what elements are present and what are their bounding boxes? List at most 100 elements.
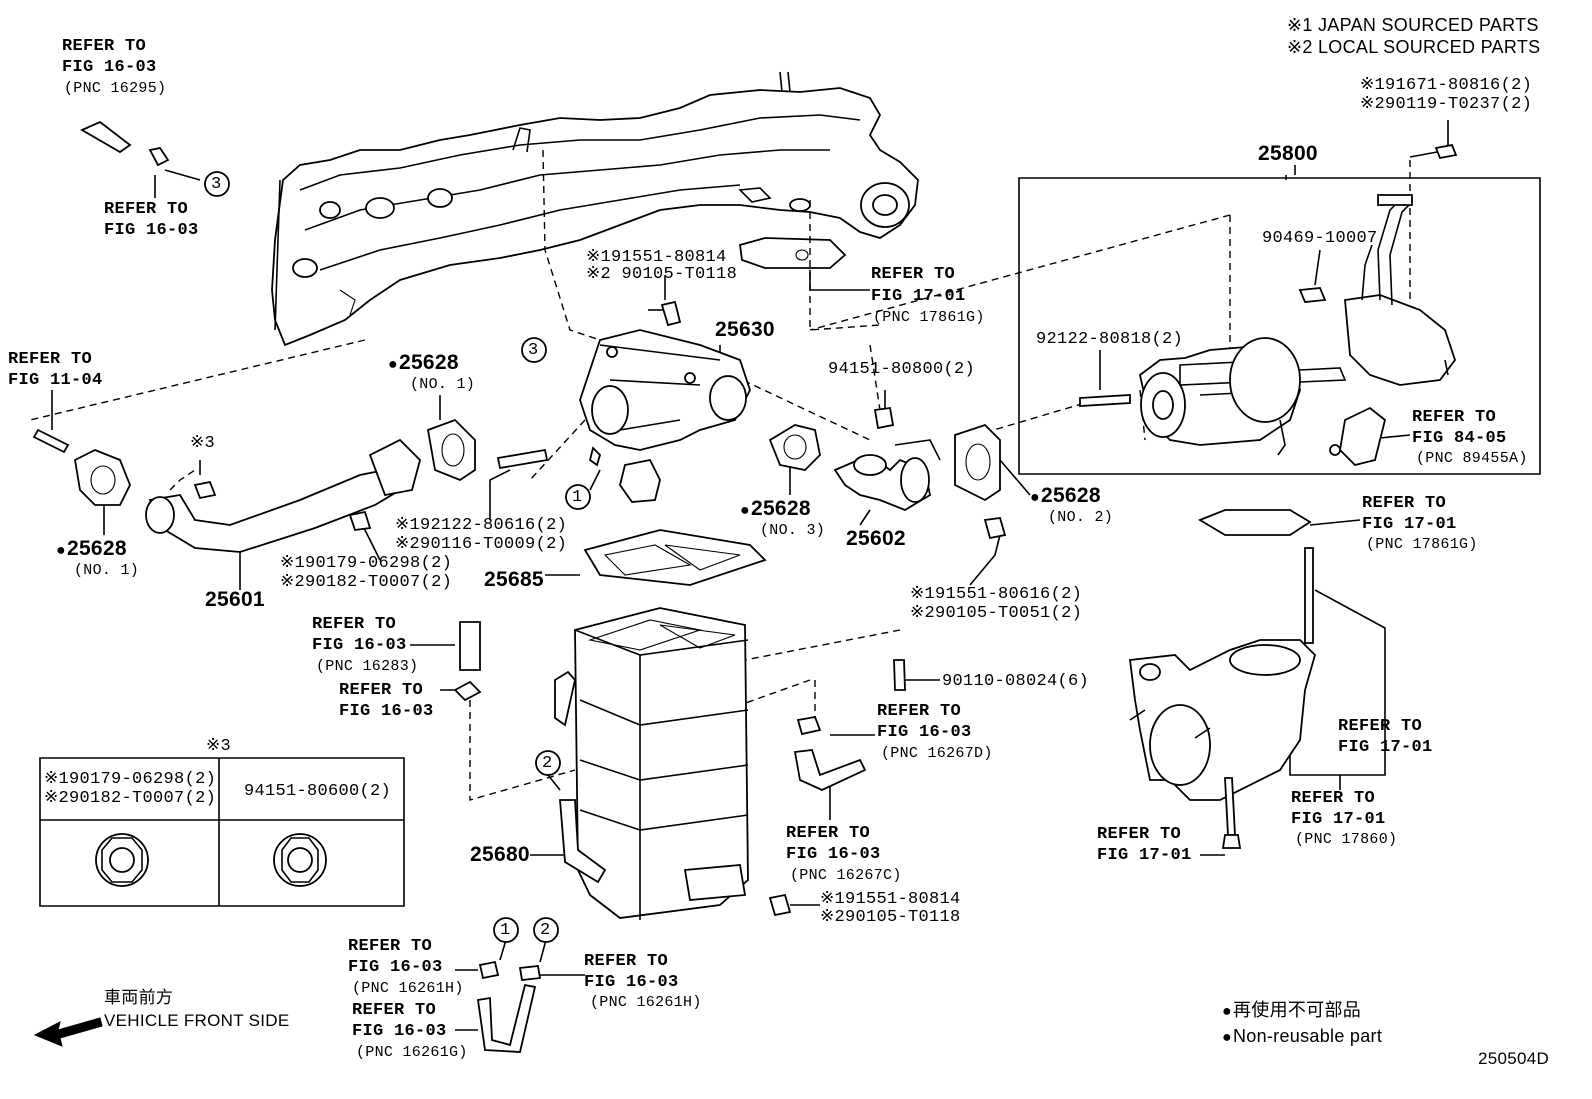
refer-16283-2: FIG 16-03: [312, 636, 407, 655]
part-25800: 25800: [1258, 142, 1318, 165]
bolt-bottom-drawing: [770, 895, 790, 915]
circled-3-top: 3: [211, 175, 222, 194]
nut-mid-drawing: [350, 512, 370, 530]
front-side-en: VEHICLE FRONT SIDE: [104, 1011, 290, 1030]
refer-16267c-3: (PNC 16267C): [790, 867, 902, 884]
refer-1701b-2: FIG 17-01: [1362, 515, 1457, 534]
part-25685: 25685: [484, 568, 544, 591]
gasket-hole: [966, 444, 990, 480]
front-arrow-icon: [35, 1018, 102, 1046]
gasket-right-drawing: [1200, 510, 1310, 535]
refer-1701b-3: (PNC 17861G): [1366, 536, 1478, 553]
part-25628-no1-mid-sub: (NO. 1): [410, 376, 476, 393]
refer-16261h-l-1: REFER TO: [348, 937, 433, 956]
table-right: 94151-80600(2): [244, 782, 392, 801]
refer-16267d-2: FIG 16-03: [877, 723, 972, 742]
refer-tl-1: REFER TO: [62, 37, 147, 56]
part-90469: 90469-10007: [1262, 229, 1378, 248]
sensor-drawing: [1340, 408, 1385, 465]
stud-drawing: [498, 450, 547, 468]
legend-nonreuse-jp: 再使用不可部品: [1222, 1000, 1361, 1022]
refer-16283-1: REFER TO: [312, 615, 397, 634]
part-92122b: 92122-80818(2): [1036, 330, 1184, 349]
front-side-jp: 車両前方: [104, 988, 174, 1007]
refer-8405-1: REFER TO: [1412, 408, 1497, 427]
refer-1701b-1: REFER TO: [1362, 494, 1447, 513]
gasket-25628-left-drawing: [75, 450, 130, 505]
gasket-25628-mid-drawing: [428, 420, 475, 480]
gasket-25685-drawing: [585, 530, 765, 585]
refer-tl2-1: REFER TO: [104, 200, 189, 219]
refer-16267d-3: (PNC 16267D): [881, 745, 993, 762]
refer-1701d-1: REFER TO: [1097, 825, 1182, 844]
gasket-hole: [784, 435, 806, 459]
refer-16267c-1: REFER TO: [786, 824, 871, 843]
bolt-bot-2: ※290105-T0118: [820, 908, 961, 927]
bolt-mid-1: ※191551-80616(2): [910, 585, 1083, 604]
gasket-hole: [91, 466, 115, 494]
bolt-tr-2: ※290119-T0237(2): [1360, 95, 1533, 114]
refer-16261g-3: (PNC 16261G): [356, 1044, 468, 1061]
nut-2: ※290182-T0007(2): [280, 573, 453, 592]
refer-16261h-r-1: REFER TO: [584, 952, 669, 971]
refer-16267c-2: FIG 16-03: [786, 845, 881, 864]
refer-clip-1: REFER TO: [339, 681, 424, 700]
bolt-top-center-drawing: [648, 302, 680, 325]
bolt-tr-1: ※191671-80816(2): [1360, 76, 1533, 95]
part-25628-no1-left: 25628: [56, 537, 127, 563]
refer-1701d-2: FIG 17-01: [1097, 846, 1192, 865]
refer-1701a-3: (PNC 17861G): [873, 309, 985, 326]
refer-16261h-l-3: (PNC 16261H): [352, 980, 464, 997]
part-25630: 25630: [715, 318, 775, 341]
nut-small-drawing: [195, 482, 215, 498]
legend-nonreuse-en: Non-reusable part: [1222, 1026, 1382, 1048]
gasket-25628-no3-drawing: [770, 425, 820, 470]
bolt-top-1: ※191551-80814: [586, 248, 727, 267]
nut-1: ※190179-06298(2): [280, 554, 453, 573]
figure-code: 250504D: [1478, 1049, 1550, 1068]
egr-pipe-25602-drawing: [835, 440, 940, 510]
circled-1-bottom: 1: [500, 921, 511, 940]
leader-lines: [52, 120, 1448, 1030]
circled-1-mid: 1: [572, 488, 583, 507]
legend-japan: ※1 JAPAN SOURCED PARTS: [1287, 15, 1539, 35]
refer-tl-3: (PNC 16295): [64, 80, 167, 97]
refer-1701c-1: REFER TO: [1338, 717, 1423, 736]
egr-cooler-25680-drawing: [555, 608, 748, 920]
refer-17860-1: REFER TO: [1291, 789, 1376, 808]
bolt-mid-2: ※290105-T0051(2): [910, 604, 1083, 623]
refer-16261h-r-2: FIG 16-03: [584, 973, 679, 992]
bolt-mid-drawing: [985, 518, 1005, 538]
part-25602: 25602: [846, 527, 906, 550]
circled-2-mid: 2: [542, 754, 553, 773]
part-25628-no1-mid: 25628: [388, 351, 459, 377]
refer-1104-2: FIG 11-04: [8, 371, 103, 390]
refer-1104-1: REFER TO: [8, 350, 93, 369]
refer-1701c-2: FIG 17-01: [1338, 738, 1433, 757]
table-left-2: ※290182-T0007(2): [44, 789, 217, 808]
refer-clip-2: FIG 16-03: [339, 702, 434, 721]
stud-2: ※290116-T0009(2): [395, 535, 568, 554]
refer-tl-2: FIG 16-03: [62, 58, 157, 77]
part-94151a: 94151-80800(2): [828, 360, 976, 379]
part-25628-no2-sub: (NO. 2): [1048, 509, 1114, 526]
circled-2-bottom: 2: [540, 921, 551, 940]
gasket-25628-no2-drawing: [955, 425, 1000, 500]
part-25628-no3: 25628: [740, 497, 811, 523]
refer-17860-3: (PNC 17860): [1295, 831, 1398, 848]
stud-left-drawing: [34, 430, 68, 452]
bolt-top-2: ※2 90105-T0118: [586, 265, 738, 284]
bolt-90110-drawing: [894, 660, 905, 690]
refer-8405-2: FIG 84-05: [1412, 429, 1507, 448]
legend-local: ※2 LOCAL SOURCED PARTS: [1287, 37, 1541, 57]
refer-16261h-r-3: (PNC 16261H): [590, 994, 702, 1011]
egr-valve-drawing: [1080, 195, 1455, 455]
refer-tl2-2: FIG 16-03: [104, 221, 199, 240]
table-left-1: ※190179-06298(2): [44, 770, 217, 789]
refer-1701a-2: FIG 17-01: [871, 287, 966, 306]
refer-16267d-1: REFER TO: [877, 702, 962, 721]
circled-3-mid: 3: [528, 341, 539, 360]
refer-8405-3: (PNC 89455A): [1416, 450, 1528, 467]
